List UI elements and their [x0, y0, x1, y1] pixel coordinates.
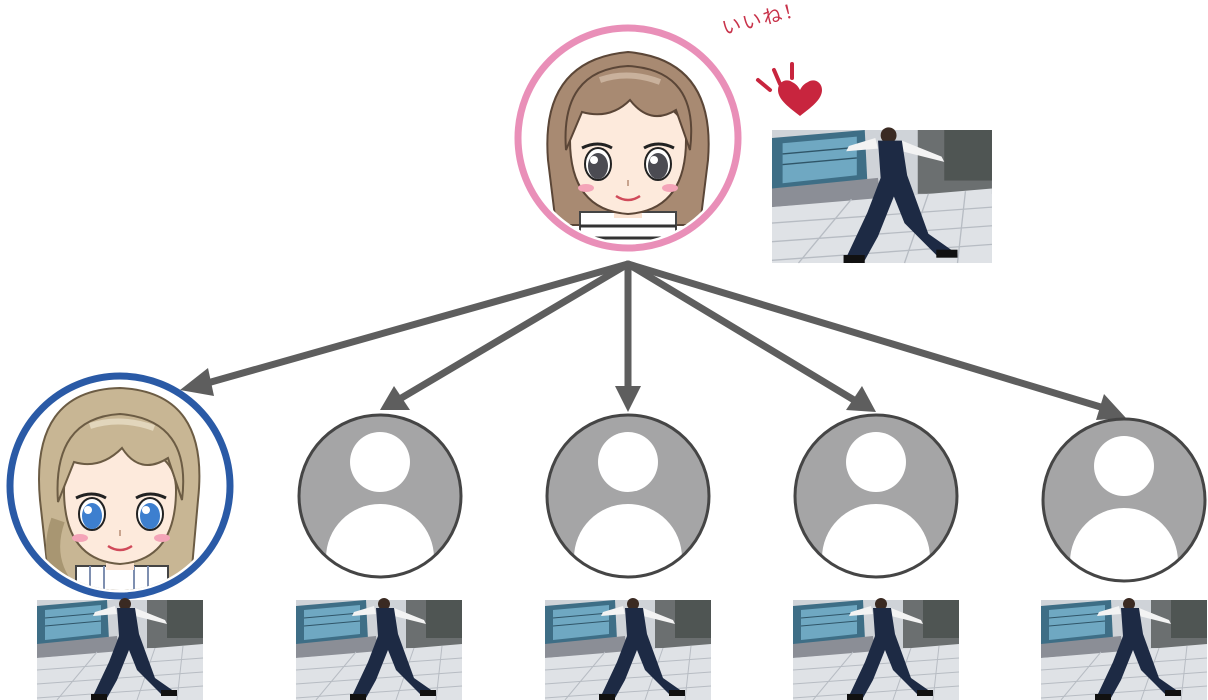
user-placeholder-icon: [326, 432, 434, 576]
poster-avatar: [514, 24, 742, 252]
follower-photo-2: [295, 597, 463, 700]
arrowhead-3: [615, 386, 641, 412]
follower-avatar-3: [545, 413, 711, 579]
arrow-to-follower-1: [200, 260, 632, 388]
follower-photo-5: [1040, 597, 1208, 700]
user-placeholder-icon: [822, 432, 930, 576]
follower-photo-4: [792, 597, 960, 700]
follower-avatar-1: [6, 372, 234, 600]
arrowhead-4: [846, 386, 876, 412]
follower-avatar-4: [793, 413, 959, 579]
follower-avatar-2: [297, 413, 463, 579]
arrowheads: [180, 368, 1126, 420]
follower-photo-1: [36, 597, 204, 700]
follower-avatar-5: [1041, 417, 1207, 583]
girl-avatar-blonde-hair-icon: [38, 386, 201, 590]
user-placeholder-icon: [574, 432, 682, 576]
arrowhead-2: [380, 386, 410, 410]
heart-like-icon: [756, 62, 822, 116]
user-placeholder-icon: [1070, 436, 1178, 580]
arrow-to-follower-5: [624, 260, 1108, 412]
arrow-group: [200, 260, 1108, 412]
follower-photo-3: [544, 597, 712, 700]
arrow-to-follower-2: [394, 260, 632, 404]
shared-photo: [771, 126, 993, 264]
arrowhead-1: [180, 368, 214, 396]
arrow-to-follower-4: [624, 260, 858, 404]
girl-avatar-brown-hair-icon: [546, 50, 710, 242]
arrowhead-5: [1096, 394, 1126, 420]
